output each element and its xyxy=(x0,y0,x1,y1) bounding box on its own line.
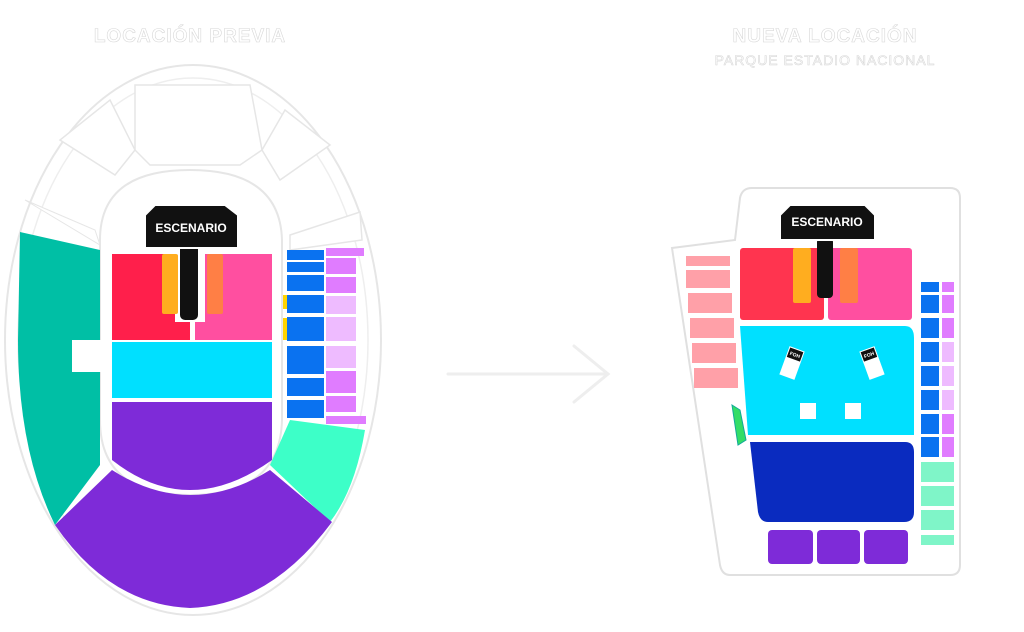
runway xyxy=(817,238,833,298)
section-orange[interactable] xyxy=(162,254,178,314)
previous-venue-map: ESCENARIO xyxy=(4,64,382,616)
sound-tower-right: FOH xyxy=(859,346,885,380)
runway xyxy=(180,240,198,320)
section-cyan[interactable] xyxy=(740,326,914,435)
sound-tower-left: FOH xyxy=(779,346,805,380)
side-blocks-mint xyxy=(921,462,954,545)
new-venue-subtitle: PARQUE ESTADIO NACIONAL xyxy=(714,52,936,69)
section-red[interactable] xyxy=(740,248,824,320)
section-green[interactable] xyxy=(731,404,747,446)
section-purple-3[interactable] xyxy=(864,530,908,564)
section-purple-floor[interactable] xyxy=(112,402,272,490)
previous-venue-title: LOCACIÓN PREVIA xyxy=(93,26,287,48)
section-pink[interactable] xyxy=(195,254,272,340)
svg-text:FOH: FOH xyxy=(789,351,801,360)
section-cyan[interactable] xyxy=(112,342,272,398)
side-blocks-blue xyxy=(921,282,939,457)
section-purple-2[interactable] xyxy=(817,530,860,564)
stage-label: ESCENARIO xyxy=(791,215,862,229)
section-mint[interactable] xyxy=(270,420,365,522)
side-blocks-violet xyxy=(326,248,366,424)
tower-base-right xyxy=(845,403,861,419)
section-teal[interactable] xyxy=(18,232,100,525)
side-blocks-blue xyxy=(283,250,324,418)
section-purple-1[interactable] xyxy=(768,530,813,564)
tower-base-left xyxy=(800,403,816,419)
stage-label: ESCENARIO xyxy=(155,221,226,235)
section-navy[interactable] xyxy=(750,442,914,522)
section-purple-stands[interactable] xyxy=(55,470,332,608)
new-venue-title: NUEVA LOCACIÓN xyxy=(732,26,918,48)
arrow-right-icon xyxy=(446,344,611,404)
section-coral[interactable] xyxy=(840,248,858,303)
stage xyxy=(779,204,876,241)
salmon-blocks xyxy=(686,256,738,388)
section-orange[interactable] xyxy=(793,248,811,303)
stage xyxy=(144,204,239,249)
svg-text:FOH: FOH xyxy=(863,351,875,360)
new-venue-map: ESCENARIO FOH FOH xyxy=(670,187,961,576)
section-coral[interactable] xyxy=(207,254,223,314)
side-blocks-violet xyxy=(942,282,954,457)
